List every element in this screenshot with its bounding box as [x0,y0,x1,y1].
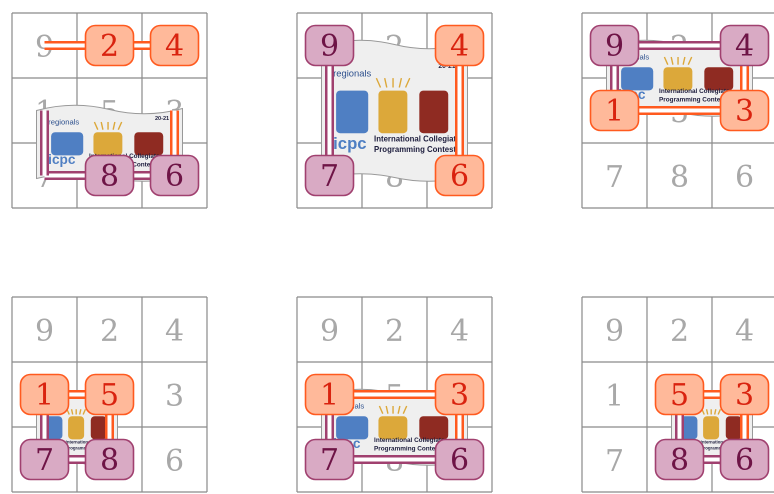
orange-marker-number: 5 [670,378,689,413]
purple-marker: 7 [306,440,354,480]
purple-marker: 8 [86,156,134,196]
banner-regionals-label: regionals [48,118,79,127]
purple-marker: 9 [306,26,354,66]
banner-icpc-label: icpc [48,152,76,167]
banner-lightbulb-icon [378,91,407,134]
purple-marker: 9 [591,26,639,66]
orange-marker-number: 5 [100,378,119,413]
grid-cell-number: 2 [670,314,689,349]
purple-marker-number: 8 [100,443,119,478]
grid-cell-number: 4 [165,314,184,349]
banner-line2: Programming Contest [659,96,727,103]
banner-balloon-icon [726,416,742,439]
purple-marker: 4 [721,26,769,66]
purple-marker: 6 [151,156,199,196]
puzzle-panel-5: 924153786regionalsicpcInternational Coll… [297,297,492,492]
orange-marker-number: 3 [735,94,754,129]
orange-marker-number: 4 [450,29,469,64]
orange-marker-number: 6 [450,159,469,194]
purple-marker-number: 6 [735,443,754,478]
banner-balloon-icon [91,416,107,439]
puzzle-panel-1: 924153786regionalsicpcInternational Coll… [12,13,207,208]
purple-marker: 7 [21,440,69,480]
orange-marker-number: 1 [35,378,54,413]
orange-marker: 3 [721,91,769,131]
purple-marker-number: 8 [100,159,119,194]
orange-marker-number: 4 [165,29,184,64]
puzzle-panel-6: 924153786regionalsicpcInternational Coll… [582,297,774,492]
puzzle-panel-3: 924153786regionalsicpcInternational Coll… [582,13,774,208]
grid-cell-number: 4 [735,314,754,349]
banner-regionals-label: regionals [333,68,371,78]
orange-marker: 6 [436,156,484,196]
banner-line1: International Collegiate [374,437,445,444]
orange-marker: 5 [86,375,134,415]
purple-marker-number: 6 [165,159,184,194]
orange-marker-number: 2 [100,29,119,64]
banner-lightbulb-icon [703,416,719,439]
purple-marker: 8 [86,440,134,480]
purple-marker-number: 9 [605,29,624,64]
banner-line1: International Collegiate [374,135,461,144]
grid-cell-number: 6 [165,444,184,479]
grid-cell-number: 7 [605,444,624,479]
purple-marker-number: 7 [320,443,339,478]
puzzle-panel-2: 924153786regionalsicpcInternational Coll… [297,13,492,208]
purple-marker-number: 7 [35,443,54,478]
grid-cell-number: 7 [605,160,624,195]
banner-line2: Programming Contest [374,445,442,452]
grid-cell-number: 2 [100,314,119,349]
banner-year-tag: 20-21 [155,116,169,122]
banner-icpc-label: icpc [333,134,366,153]
grid-cell-number: 2 [385,314,404,349]
grid-cell-number: 9 [605,314,624,349]
purple-marker-number: 6 [450,443,469,478]
orange-marker: 3 [721,375,769,415]
orange-marker: 4 [436,26,484,66]
orange-marker: 2 [86,26,134,66]
orange-marker-number: 3 [735,378,754,413]
banner-balloon-icon [419,91,448,134]
puzzle-panel-4: 924153786regionalsicpcInternational Coll… [12,297,207,492]
banner-line1: International Collegiate [659,88,730,95]
banner-line2: Programming Contest [374,145,456,154]
grid-cell-number: 9 [35,314,54,349]
orange-marker: 5 [656,375,704,415]
orange-marker-number: 1 [605,94,624,129]
banner-cloud-icon [336,91,368,134]
orange-marker: 1 [21,375,69,415]
purple-marker: 8 [656,440,704,480]
purple-marker-number: 7 [320,159,339,194]
orange-marker: 1 [306,375,354,415]
grid-cell-number: 3 [165,379,184,414]
grid-cell-number: 9 [320,314,339,349]
orange-marker: 4 [151,26,199,66]
purple-marker: 6 [721,440,769,480]
orange-marker-number: 1 [320,378,339,413]
purple-marker-number: 8 [670,443,689,478]
grid-cell-number: 1 [605,379,624,414]
orange-marker: 1 [591,91,639,131]
grid-cell-number: 6 [735,160,754,195]
purple-marker: 7 [306,156,354,196]
grid-cell-number: 4 [450,314,469,349]
purple-marker-number: 9 [320,29,339,64]
grid-cell-number: 8 [670,160,689,195]
purple-marker-number: 4 [735,29,754,64]
orange-marker-number: 3 [450,378,469,413]
orange-marker: 3 [436,375,484,415]
banner-lightbulb-icon [68,416,84,439]
purple-marker: 6 [436,440,484,480]
